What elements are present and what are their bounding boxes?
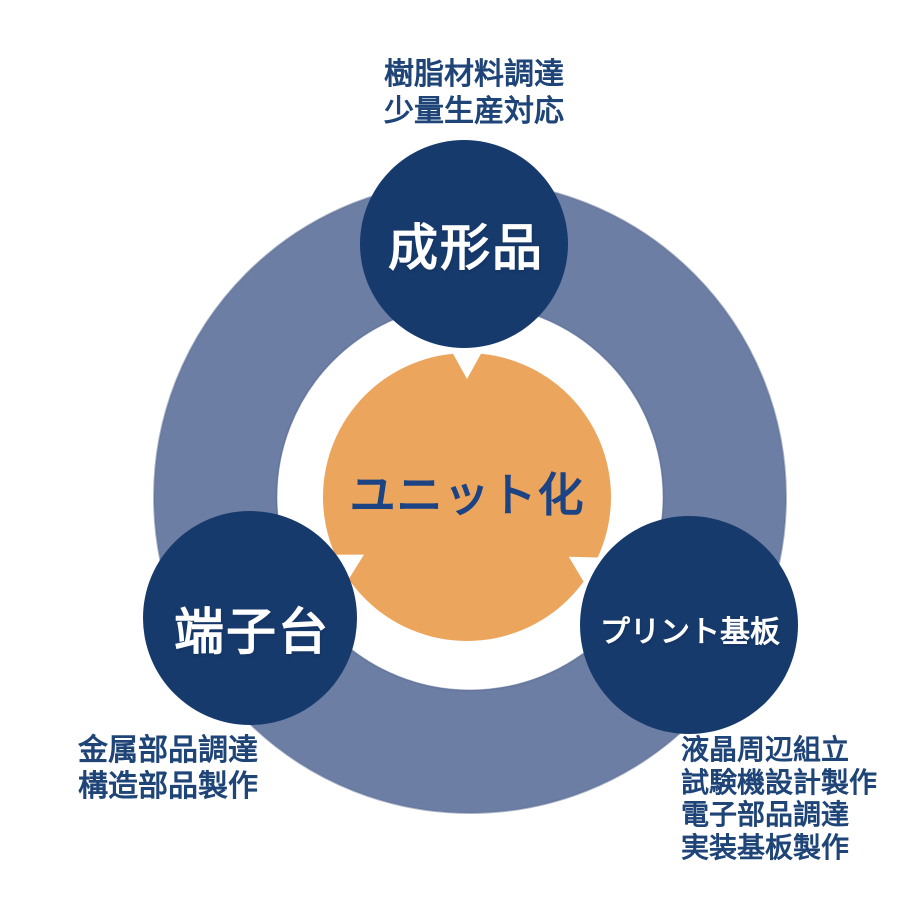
node-circle-bottom-right [580, 516, 798, 734]
node-circle-top [360, 140, 568, 348]
annotation-bottom-left-line-1: 金属部品調達 [78, 734, 258, 767]
inward-arrow-top-icon [446, 341, 488, 379]
node-circle-bottom-left [143, 511, 357, 725]
annotation-bottom-right-line-4: 実装基板製作 [681, 831, 850, 863]
center-label: ユニット化 [349, 469, 585, 521]
center-circle [323, 353, 611, 641]
annotation-bottom-right-line-1: 液晶周辺組立 [681, 734, 850, 765]
annotation-top-line-2: 少量生産対応 [384, 95, 564, 128]
annotation-bottom-left-line-2: 構造部品製作 [78, 770, 258, 803]
node-label-bottom-right: プリント基板 [600, 616, 780, 649]
node-label-bottom-left: 端子台 [174, 604, 330, 660]
annotation-bottom-right-line-2: 試験機設計製作 [681, 766, 878, 798]
node-label-top: 成形品 [388, 220, 544, 276]
annotation-bottom-left: 金属部品調達 構造部品製作 [78, 733, 258, 805]
annotation-bottom-right: 液晶周辺組立 試験機設計製作 電子部品調達 実装基板製作 [681, 734, 877, 864]
annotation-bottom-right-line-3: 電子部品調達 [681, 799, 850, 830]
annotation-top: 樹脂材料調達 少量生産対応 [384, 56, 564, 130]
annotation-top-line-1: 樹脂材料調達 [384, 58, 564, 91]
